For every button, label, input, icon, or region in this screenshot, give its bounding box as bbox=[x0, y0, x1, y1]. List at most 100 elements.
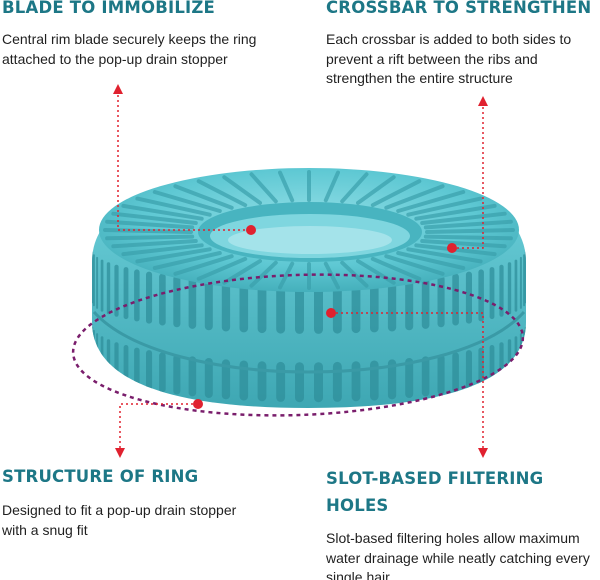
feature-description: Central rim blade securely keeps the rin… bbox=[2, 31, 257, 67]
top-rib-slot bbox=[222, 175, 262, 205]
filter-slot bbox=[524, 326, 526, 367]
top-rib-slot bbox=[121, 243, 204, 257]
filter-slot bbox=[146, 350, 153, 391]
arrow-head bbox=[115, 448, 125, 458]
callout-line-crossbar bbox=[452, 106, 484, 249]
filter-slot bbox=[92, 329, 95, 370]
top-rib-slot bbox=[196, 256, 248, 281]
callout-dots bbox=[193, 225, 457, 409]
filter-slot bbox=[421, 356, 430, 397]
top-rib-slot bbox=[196, 179, 248, 208]
filter-slot bbox=[188, 276, 197, 329]
top-rib-slot bbox=[414, 203, 497, 221]
filter-slot bbox=[114, 342, 119, 383]
filter-slot bbox=[96, 256, 99, 309]
callout-line-slot bbox=[331, 312, 484, 450]
top-rib-slot bbox=[173, 184, 234, 210]
filter-slot bbox=[257, 361, 267, 402]
filter-slot bbox=[92, 326, 94, 367]
filter-slot bbox=[332, 281, 342, 334]
filter-slot bbox=[387, 359, 397, 400]
filter-slot bbox=[114, 264, 119, 317]
feature-slot-filtering: SLOT-BASED FILTERING HOLES Slot-based fi… bbox=[326, 465, 596, 580]
filter-slot bbox=[314, 362, 323, 403]
feature-title: STRUCTURE OF RING bbox=[2, 467, 199, 486]
filter-slot bbox=[405, 278, 414, 331]
top-ribs bbox=[103, 170, 515, 290]
filter-slot bbox=[332, 361, 342, 402]
filter-slot bbox=[221, 359, 231, 400]
top-rib-slot bbox=[152, 251, 222, 270]
filter-slot bbox=[523, 254, 526, 307]
callout-dot-marker bbox=[447, 243, 457, 253]
filter-slot bbox=[159, 352, 166, 393]
filter-slot bbox=[519, 256, 522, 309]
top-rib-slot bbox=[370, 256, 422, 281]
top-rib-slot bbox=[111, 239, 198, 249]
filter-slot bbox=[437, 275, 445, 328]
top-rib-slot bbox=[396, 251, 466, 270]
filter-slot bbox=[387, 279, 397, 332]
filter-slot bbox=[123, 267, 129, 320]
filter-slot bbox=[514, 259, 518, 312]
filter-slot bbox=[421, 276, 430, 329]
top-rib-slot bbox=[423, 219, 513, 230]
filter-slot bbox=[437, 354, 445, 395]
filter-slot bbox=[489, 345, 495, 385]
filter-slot bbox=[100, 336, 104, 377]
top-rib-slot bbox=[420, 211, 507, 225]
filter-slot bbox=[239, 280, 249, 333]
top-rib-slot bbox=[356, 175, 396, 205]
filter-slot bbox=[106, 262, 111, 315]
filter-slot bbox=[405, 358, 414, 398]
filter-slot bbox=[514, 336, 518, 377]
filter-slot bbox=[159, 273, 166, 326]
top-rib-slot bbox=[135, 247, 212, 264]
top-rib-slot bbox=[173, 254, 234, 276]
arrow-head bbox=[478, 96, 488, 106]
filter-slot bbox=[92, 254, 95, 307]
filter-slot bbox=[478, 269, 484, 322]
filter-slot bbox=[370, 360, 379, 401]
filter-slot bbox=[239, 360, 249, 401]
filter-slot bbox=[314, 281, 323, 334]
top-rib-slot bbox=[340, 172, 369, 204]
filter-slot bbox=[276, 361, 286, 402]
filter-slot bbox=[92, 251, 94, 304]
filter-slot bbox=[507, 262, 512, 315]
top-rib-slot bbox=[423, 234, 513, 241]
top-rib-slot bbox=[222, 259, 262, 285]
filter-slot bbox=[452, 352, 459, 393]
top-rib-slot bbox=[406, 196, 483, 217]
filter-slot bbox=[204, 358, 213, 398]
top-rib-slot bbox=[111, 211, 198, 225]
top-rib-slot bbox=[425, 228, 515, 234]
callout-dot-marker bbox=[193, 399, 203, 409]
filter-slot bbox=[134, 269, 140, 322]
top-rib-slot bbox=[406, 247, 483, 264]
arrow-heads bbox=[113, 84, 488, 458]
filter-slot bbox=[173, 275, 181, 328]
arrow-head bbox=[478, 448, 488, 458]
feature-crossbar: CROSSBAR TO STRENGTHEN Each crossbar is … bbox=[326, 0, 598, 89]
feature-description: Designed to fit a pop-up drain stopper w… bbox=[2, 502, 237, 538]
top-rib-slot bbox=[323, 261, 340, 290]
ring-seam bbox=[92, 310, 526, 374]
filter-slot bbox=[351, 361, 361, 402]
feature-description: Each crossbar is added to both sides to … bbox=[326, 31, 572, 86]
top-rib-slot bbox=[249, 260, 278, 288]
top-rib-slot bbox=[396, 190, 466, 213]
top-rib-slot bbox=[121, 203, 204, 221]
callout-line-ring bbox=[119, 403, 198, 450]
top-rib-slot bbox=[384, 184, 445, 210]
filter-slot bbox=[465, 350, 472, 391]
arrow-head bbox=[113, 84, 123, 94]
top-rib-slot bbox=[384, 254, 445, 276]
filter-slot bbox=[188, 356, 197, 397]
filter-slot bbox=[452, 273, 459, 326]
filter-slot bbox=[507, 339, 512, 380]
top-rib-slot bbox=[105, 219, 195, 230]
feature-blade: BLADE TO IMMOBILIZE Central rim blade se… bbox=[2, 0, 262, 69]
callout-dot-marker bbox=[246, 225, 256, 235]
